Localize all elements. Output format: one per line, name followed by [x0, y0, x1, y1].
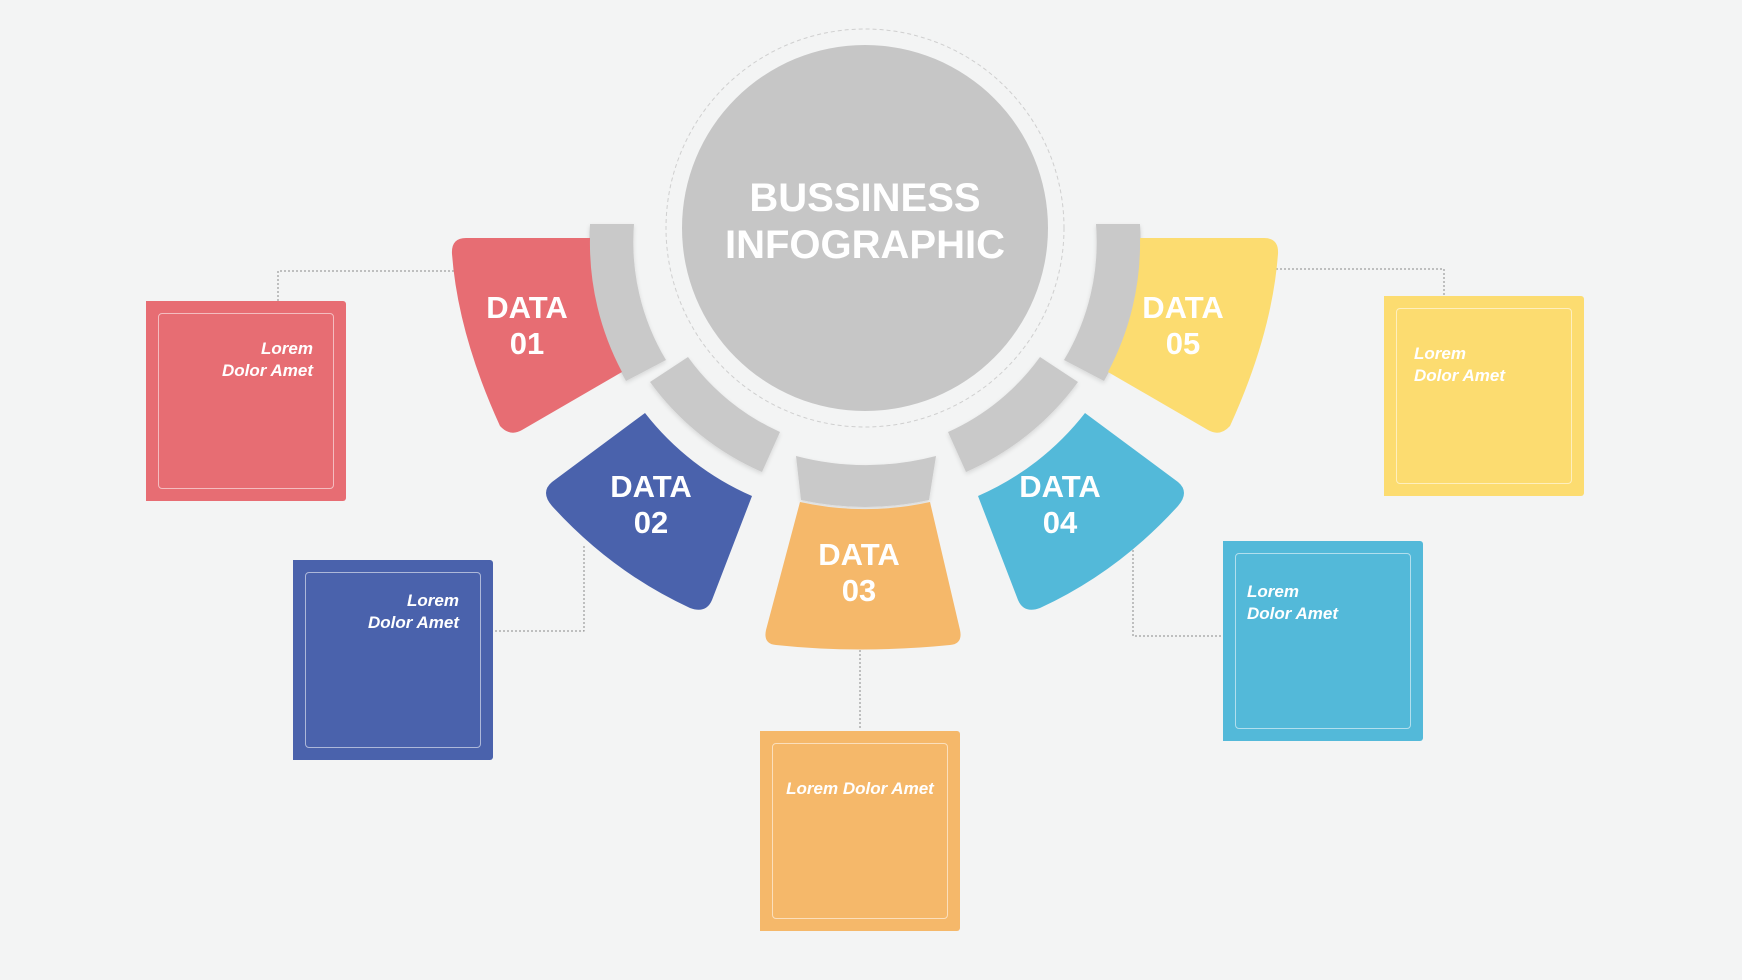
petal-05-title: DATA: [1142, 290, 1224, 325]
data-box-05: Lorem Dolor Amet: [1384, 296, 1584, 496]
center-title-line2: INFOGRAPHIC: [725, 223, 1005, 267]
petal-04: [978, 413, 1184, 610]
data-box-01-frame: [158, 313, 334, 489]
data-box-03-text-line1: Lorem Dolor Amet: [786, 779, 934, 798]
data-box-04-text: Lorem Dolor Amet: [1247, 581, 1338, 625]
data-box-02-frame: [305, 572, 481, 748]
data-box-01: Lorem Dolor Amet: [146, 301, 346, 501]
petal-04-title: DATA: [1019, 469, 1101, 504]
petal-05: [1108, 238, 1279, 433]
petal-03-title: DATA: [818, 537, 900, 572]
connector-05: [1268, 268, 1445, 296]
data-box-02-text-line1: Lorem: [407, 591, 459, 610]
data-box-02-text-line2: Dolor Amet: [368, 613, 459, 632]
petal-05-number: 05: [1166, 326, 1200, 361]
petal-02-title: DATA: [610, 469, 692, 504]
data-box-04-frame: [1235, 553, 1411, 729]
connector-04: [1132, 546, 1223, 637]
connector-02: [493, 546, 585, 632]
ring-segment-1: [589, 224, 666, 381]
ring-segment-2: [650, 357, 780, 472]
data-box-02-text: Lorem Dolor Amet: [368, 590, 459, 634]
data-box-01-text-line2: Dolor Amet: [222, 361, 313, 380]
center-circle: [682, 45, 1048, 411]
petal-01-title: DATA: [486, 290, 568, 325]
connector-01: [277, 270, 462, 302]
petal-03-number: 03: [842, 573, 876, 608]
petal-02: [546, 413, 752, 610]
ring-segment-3: [796, 456, 936, 507]
data-box-03-frame: [772, 743, 948, 919]
data-box-04-text-line1: Lorem: [1247, 582, 1299, 601]
data-box-02: Lorem Dolor Amet: [293, 560, 493, 760]
ring-segment-4: [948, 357, 1078, 472]
ring-segment-5: [1064, 224, 1141, 381]
petal-04-number: 04: [1043, 505, 1078, 540]
petals: [451, 238, 1279, 650]
connectors: [277, 268, 1445, 730]
ring-segments: [589, 224, 1141, 507]
data-box-03-text: Lorem Dolor Amet: [760, 778, 960, 800]
center-dashed-ring: [665, 28, 1065, 428]
petal-01: [451, 238, 622, 433]
data-box-03: Lorem Dolor Amet: [760, 731, 960, 931]
data-box-05-text-line2: Dolor Amet: [1414, 366, 1505, 385]
petal-03: [765, 502, 961, 650]
petal-01-number: 01: [510, 326, 544, 361]
center-title-line1: BUSSINESS: [749, 176, 980, 220]
data-box-04-text-line2: Dolor Amet: [1247, 604, 1338, 623]
data-box-05-text: Lorem Dolor Amet: [1414, 343, 1505, 387]
data-box-01-text: Lorem Dolor Amet: [222, 338, 313, 382]
data-box-01-text-line1: Lorem: [261, 339, 313, 358]
data-box-05-frame: [1396, 308, 1572, 484]
data-box-04: Lorem Dolor Amet: [1223, 541, 1423, 741]
data-box-05-text-line1: Lorem: [1414, 344, 1466, 363]
petal-02-number: 02: [634, 505, 668, 540]
